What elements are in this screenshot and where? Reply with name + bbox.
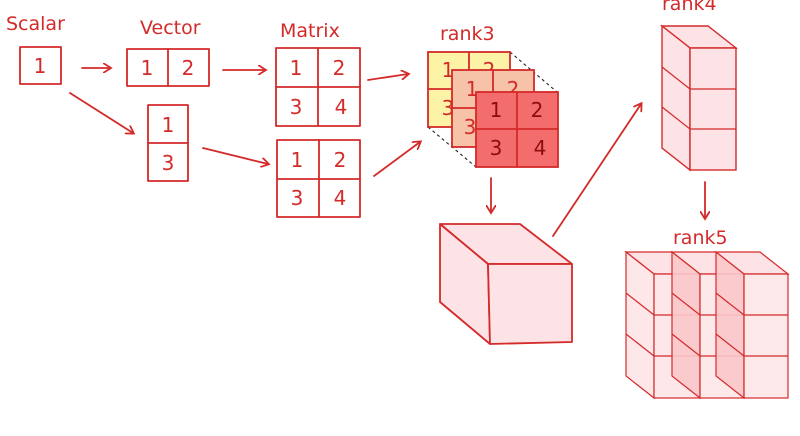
arrow-matrix2-to-rank3 xyxy=(373,142,420,177)
vector-row-cell: 1 xyxy=(141,56,154,80)
matrix-bottom-cell: 4 xyxy=(334,186,347,210)
rank3-label: rank3 xyxy=(440,23,495,45)
matrix-top-cell: 3 xyxy=(290,95,303,119)
vector-row-cell: 2 xyxy=(182,56,195,80)
matrix-top-cell: 2 xyxy=(333,56,346,80)
scalar-box: 1 xyxy=(19,46,62,85)
vector-label: Vector xyxy=(140,17,201,39)
matrix-top: 1 2 3 4 xyxy=(275,47,361,127)
rank3-front-cell: 4 xyxy=(534,136,547,160)
matrix-label: Matrix xyxy=(280,20,340,42)
arrows xyxy=(69,68,705,237)
rank3-tensor: 1 2 3 1 2 3 1 2 3 4 xyxy=(427,51,559,168)
rank3-front-cell: 1 xyxy=(490,98,503,122)
vector-col-cell: 3 xyxy=(162,151,175,175)
matrix-bottom-cell: 2 xyxy=(334,148,347,172)
matrix-bottom: 1 2 3 4 xyxy=(276,139,361,218)
matrix-bottom-cell: 3 xyxy=(291,186,304,210)
vector-column: 1 3 xyxy=(147,104,189,182)
cube xyxy=(439,223,573,345)
matrix-bottom-cell: 1 xyxy=(291,148,304,172)
scalar-value: 1 xyxy=(34,54,47,78)
rank3-front-layer: 1 2 3 4 xyxy=(475,91,559,168)
rank3-middle-cell: 3 xyxy=(464,115,477,139)
rank3-front-cell: 3 xyxy=(490,136,503,160)
rank5-tensor xyxy=(624,250,790,400)
rank4-tensor xyxy=(659,24,739,172)
rank3-front-cell: 2 xyxy=(531,98,544,122)
arrow-matrix-to-rank3 xyxy=(367,74,408,81)
matrix-top-cell: 1 xyxy=(290,56,303,80)
arrow-cube-to-rank4 xyxy=(552,104,641,237)
vector-col-cell: 1 xyxy=(162,113,175,137)
vector-row: 1 2 xyxy=(126,48,210,87)
rank4-label: rank4 xyxy=(662,0,717,15)
rank5-column xyxy=(714,250,790,400)
matrix-top-cell: 4 xyxy=(335,95,348,119)
rank5-label: rank5 xyxy=(673,227,728,249)
scalar-label: Scalar xyxy=(6,13,65,35)
arrow-scalar-to-column xyxy=(69,92,133,133)
arrow-column-to-matrix xyxy=(202,147,268,164)
